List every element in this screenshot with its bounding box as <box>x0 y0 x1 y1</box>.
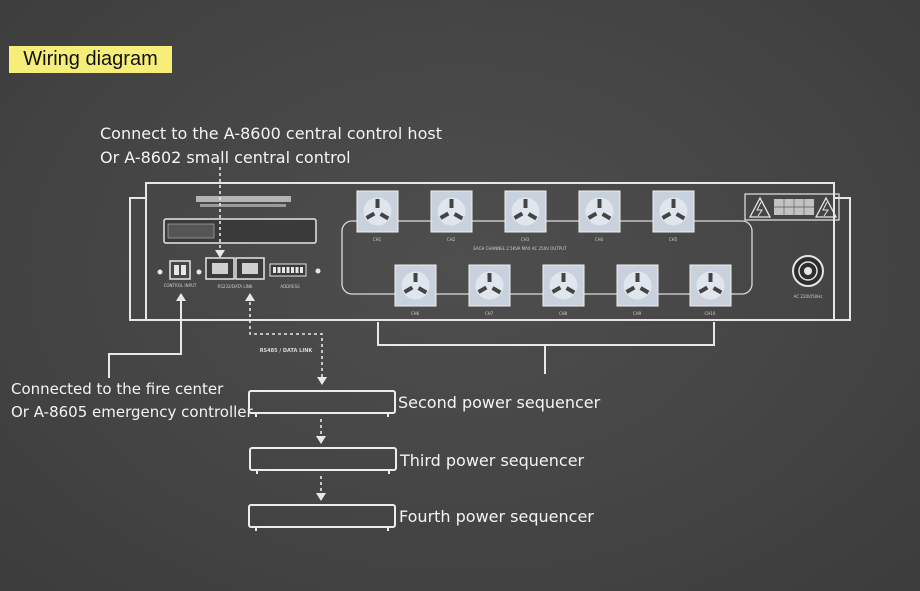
outlet-row-top: CH1 CH2 CH3 <box>356 190 695 242</box>
rs232-ports[interactable]: RS232/DATA LINK <box>205 257 265 289</box>
control-input-label: CONTROL INPUT <box>164 283 197 288</box>
fire-center-note: Connected to the fire center Or A-8605 e… <box>11 378 253 424</box>
outlet-label: CH8 <box>559 311 568 316</box>
address-label: ADDRESS <box>280 284 300 289</box>
control-input-terminal[interactable]: CONTROL INPUT <box>157 260 202 288</box>
outlet-icon[interactable] <box>394 264 437 307</box>
arrow-down-icon <box>317 377 327 385</box>
outlet-label: CH10 <box>705 311 716 316</box>
central-control-note-line2: Or A-8602 small central control <box>100 148 351 167</box>
outlet-bracket <box>377 322 715 374</box>
outlet-label: CH6 <box>411 311 420 316</box>
fire-center-note-line2: Or A-8605 emergency controller <box>11 403 253 421</box>
arrow-down-icon <box>316 436 326 444</box>
outlet-row-bottom: CH6 CH7 CH8 <box>394 264 732 316</box>
outlet-label: CH9 <box>633 311 642 316</box>
outlet-label: CH5 <box>669 237 678 242</box>
arrow-down-icon <box>215 250 225 258</box>
rs232-label: RS232/DATA LINK <box>218 284 253 289</box>
outlet-icon[interactable] <box>616 264 659 307</box>
outlet-label: CH1 <box>373 237 382 242</box>
outlet-icon[interactable] <box>689 264 732 307</box>
outlet-label: CH2 <box>447 237 456 242</box>
outlet-icon[interactable] <box>542 264 585 307</box>
brand-logo <box>196 196 291 207</box>
outlet-label: CH7 <box>485 311 494 316</box>
fire-center-note-line1: Connected to the fire center <box>11 380 224 398</box>
outlet-icon[interactable] <box>504 190 547 233</box>
arrow-up-icon <box>176 293 186 301</box>
hazard-icon <box>748 196 772 218</box>
cascade-cable <box>249 296 323 386</box>
page-title: Wiring diagram <box>9 46 172 73</box>
hazard-icon <box>814 196 838 218</box>
outlet-icon[interactable] <box>468 264 511 307</box>
dip-switch-icon[interactable]: ADDRESS <box>269 263 321 289</box>
outlet-label: CH3 <box>521 237 530 242</box>
sequencer-label-2: Second power sequencer <box>398 393 601 412</box>
cascade-label: RS485 / DATA LINK <box>260 348 314 354</box>
sequencer-label-4: Fourth power sequencer <box>399 507 594 526</box>
sequencer-unit-4 <box>248 504 396 531</box>
outlet-icon[interactable] <box>652 190 695 233</box>
display-label-plate <box>167 223 215 239</box>
power-sequencer-rear-panel: CONTROL INPUT RS232/DATA LINK ADDRESS EA… <box>129 182 851 321</box>
central-control-note-line1: Connect to the A-8600 central control ho… <box>100 124 442 143</box>
central-control-note: Connect to the A-8600 central control ho… <box>100 122 442 170</box>
outlet-icon[interactable] <box>430 190 473 233</box>
fire-center-cable <box>108 296 182 378</box>
sequencer-label-3: Third power sequencer <box>400 451 585 470</box>
arrow-up-icon <box>245 293 255 301</box>
outlet-icon[interactable] <box>356 190 399 233</box>
power-input-label: AC 220V/50Hz <box>794 294 823 299</box>
power-socket-icon[interactable]: AC 220V/50Hz <box>792 255 824 299</box>
warning-plate <box>744 193 840 221</box>
arrow-down-icon <box>316 493 326 501</box>
outlet-icon[interactable] <box>578 190 621 233</box>
sequencer-unit-2 <box>248 390 396 417</box>
output-label: EACH CHANNEL 2.5KVA MAX AC 250V OUTPUT <box>473 246 567 251</box>
sequencer-unit-3 <box>249 447 397 474</box>
outlet-label: CH4 <box>595 237 604 242</box>
